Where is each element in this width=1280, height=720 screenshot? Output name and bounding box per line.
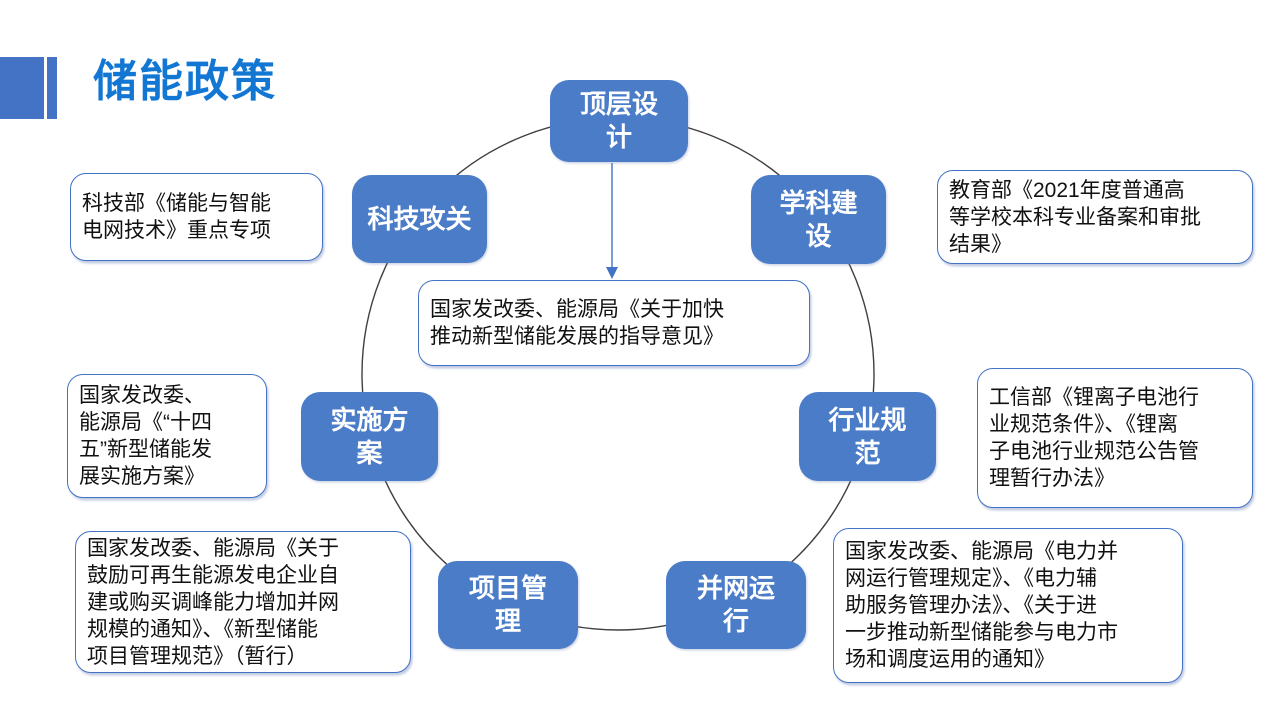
callout-center-guidance: 国家发改委、能源局《关于加快 推动新型储能发展的指导意见》 [418,280,810,366]
page-title: 储能政策 [93,57,277,106]
node-discipline-construction: 学科建 设 [751,175,886,264]
callout-implementation-plan: 国家发改委、 能源局《“十四 五”新型储能发 展实施方案》 [67,374,267,498]
node-grid-operation: 并网运 行 [666,561,806,649]
callout-science-tech: 科技部《储能与智能 电网技术》重点专项 [70,173,323,261]
accent-bar-small [47,57,57,119]
callout-project-management: 国家发改委、能源局《关于 鼓励可再生能源发电企业自 建或购买调峰能力增加并网 规… [75,531,411,673]
accent-bar-large [0,57,44,119]
center-arrow [606,163,618,279]
node-project-management: 项目管 理 [438,561,578,649]
callout-grid-operation: 国家发改委、能源局《电力并 网运行管理规定》、《电力辅 助服务管理办法》、《关于… [833,528,1183,683]
callout-education: 教育部《2021年度普通高 等学校本科专业备案和审批 结果》 [937,170,1253,264]
node-top-level-design: 顶层设 计 [550,80,688,162]
node-implementation-plan: 实施方 案 [301,392,438,481]
node-industry-standards: 行业规 范 [799,392,936,481]
node-science-tech-research: 科技攻关 [352,175,487,263]
callout-industry-standards: 工信部《锂离子电池行 业规范条件》、《锂离 子电池行业规范公告管 理暂行办法》 [977,368,1253,508]
